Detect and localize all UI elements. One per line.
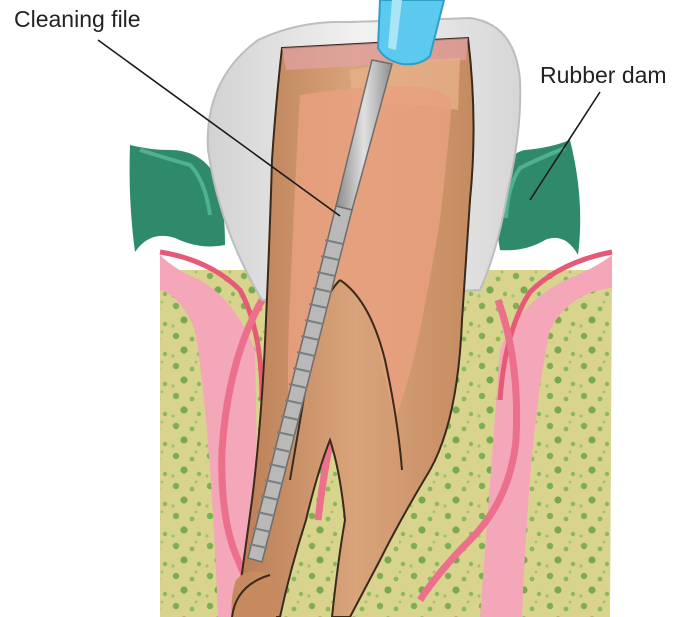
root-apex bbox=[231, 571, 278, 617]
rubber-dam bbox=[129, 140, 581, 255]
cleaning-file bbox=[247, 59, 393, 563]
cleaning-file-leader-line bbox=[97, 39, 341, 217]
cleaning-file-label: Cleaning file bbox=[14, 6, 141, 32]
rubber-dam-label: Rubber dam bbox=[540, 62, 667, 88]
rubber-dam-leader-line bbox=[529, 91, 601, 201]
file-serrations bbox=[248, 239, 344, 549]
file-handle bbox=[376, 0, 446, 66]
